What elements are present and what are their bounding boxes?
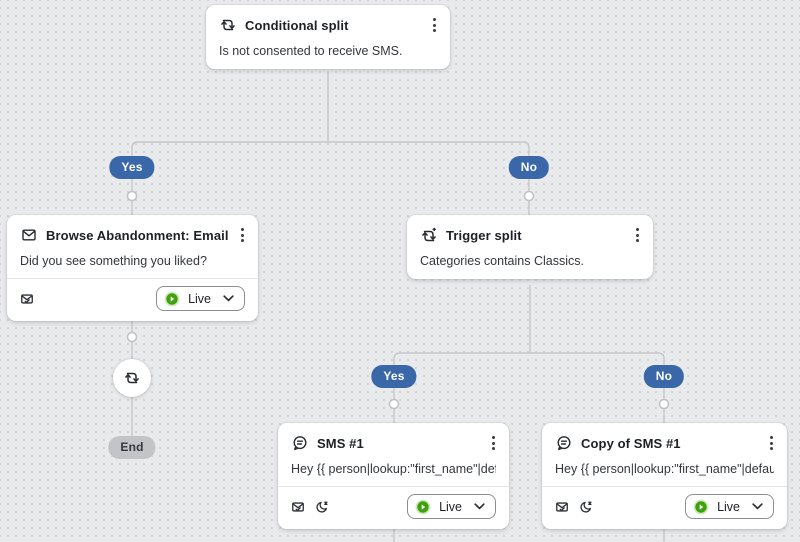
trigger-split-icon — [420, 227, 437, 244]
node-title: Copy of SMS #1 — [581, 435, 681, 451]
node-sms-1[interactable]: SMS #1 Hey {{ person|lookup:"first_name"… — [278, 423, 509, 529]
sms-icon — [555, 435, 572, 452]
chevron-down-icon — [223, 295, 234, 302]
node-title: Browse Abandonment: Email... — [46, 227, 228, 243]
inline-split-node[interactable] — [113, 359, 151, 397]
branch-label-no: No — [508, 156, 550, 179]
node-title: Conditional split — [245, 17, 349, 33]
conditional-split-icon — [219, 17, 236, 34]
status-label: Live — [717, 499, 740, 514]
node-header: Browse Abandonment: Email... — [20, 226, 245, 244]
node-conditional-split[interactable]: Conditional split Is not consented to re… — [206, 5, 450, 69]
status-label: Live — [439, 499, 462, 514]
node-title: SMS #1 — [317, 435, 364, 451]
live-status-icon — [164, 291, 180, 307]
node-description: Did you see something you liked? — [20, 254, 207, 268]
node-footer: Live — [542, 486, 787, 519]
branch-label-yes: Yes — [109, 156, 155, 179]
connector-handle[interactable] — [126, 190, 138, 202]
status-dropdown[interactable]: Live — [685, 494, 774, 519]
node-description: Is not consented to receive SMS. — [219, 44, 403, 58]
chevron-down-icon — [752, 503, 763, 510]
status-dropdown[interactable]: Live — [156, 286, 245, 311]
node-menu-button[interactable] — [237, 226, 248, 244]
status-dropdown[interactable]: Live — [407, 494, 496, 519]
node-menu-button[interactable] — [766, 434, 777, 452]
connector-handle[interactable] — [388, 398, 400, 410]
node-description: Hey {{ person|lookup:"first_name"|defaul… — [555, 462, 774, 476]
node-description: Hey {{ person|lookup:"first_name"|defaul… — [291, 462, 496, 476]
node-browse-abandonment-email[interactable]: Browse Abandonment: Email... Did you see… — [7, 215, 258, 321]
branch-label-yes: Yes — [371, 365, 417, 388]
node-header: SMS #1 — [291, 434, 496, 452]
connector-handle[interactable] — [658, 398, 670, 410]
chevron-down-icon — [474, 503, 485, 510]
connector-handle[interactable] — [126, 331, 138, 343]
sms-icon — [291, 435, 308, 452]
status-label: Live — [188, 291, 211, 306]
node-title: Trigger split — [446, 227, 522, 243]
email-status-icon — [20, 292, 34, 306]
connector-split-2 — [393, 352, 665, 423]
live-status-icon — [415, 499, 431, 515]
node-menu-button[interactable] — [632, 226, 643, 244]
branch-label-no: No — [643, 365, 685, 388]
node-header: Trigger split — [420, 226, 640, 244]
live-status-icon — [693, 499, 709, 515]
quiet-hours-icon — [315, 500, 329, 514]
node-footer: Live — [278, 486, 509, 519]
node-trigger-split[interactable]: Trigger split Categories contains Classi… — [407, 215, 653, 279]
node-header: Conditional split — [219, 16, 437, 34]
end-label: End — [108, 436, 156, 459]
quiet-hours-icon — [579, 500, 593, 514]
email-status-icon — [555, 500, 569, 514]
node-menu-button[interactable] — [429, 16, 440, 34]
connector-handle[interactable] — [523, 190, 535, 202]
node-footer: Live — [7, 278, 258, 311]
email-icon — [20, 227, 37, 244]
node-copy-of-sms-1[interactable]: Copy of SMS #1 Hey {{ person|lookup:"fir… — [542, 423, 787, 529]
node-description: Categories contains Classics. — [420, 254, 584, 268]
node-menu-button[interactable] — [488, 434, 499, 452]
connector-split-1 — [131, 141, 530, 215]
node-header: Copy of SMS #1 — [555, 434, 774, 452]
conditional-split-icon — [124, 370, 140, 386]
email-status-icon — [291, 500, 305, 514]
